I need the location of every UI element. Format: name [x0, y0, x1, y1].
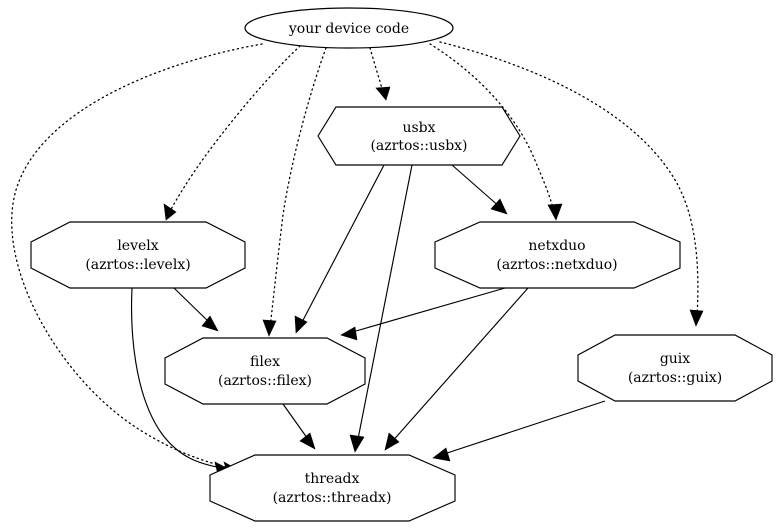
edge-usbx-to-netxduo — [451, 164, 508, 215]
edge-usbx-to-threadx — [349, 164, 413, 453]
node-guix-shape — [577, 334, 773, 402]
edge-device-to-usbx — [369, 47, 391, 101]
node-levelx[interactable]: levelx (azrtos::levelx) — [30, 221, 246, 289]
node-netxduo-label-line2: (azrtos::netxduo) — [496, 257, 617, 273]
node-device[interactable]: your device code — [244, 7, 454, 49]
edge-netxduo-to-filex — [340, 287, 506, 341]
node-layer: your device code usbx (azrtos::usbx) lev… — [30, 7, 773, 522]
node-device-shape — [244, 7, 454, 49]
node-netxduo-shape — [434, 221, 681, 289]
node-filex[interactable]: filex (azrtos::filex) — [164, 337, 366, 405]
node-device-label-line1: your device code — [288, 21, 409, 37]
node-usbx[interactable]: usbx (azrtos::usbx) — [317, 106, 521, 166]
node-levelx-label-line2: (azrtos::levelx) — [85, 257, 190, 273]
edge-netxduo-to-threadx — [384, 287, 529, 451]
node-threadx[interactable]: threadx (azrtos::threadx) — [209, 454, 456, 522]
edge-device-to-netxduo — [429, 43, 563, 221]
node-netxduo-label-line1: netxduo — [528, 238, 585, 254]
node-usbx-shape — [317, 106, 521, 166]
edge-layer — [11, 41, 704, 476]
node-netxduo[interactable]: netxduo (azrtos::netxduo) — [434, 221, 681, 289]
edge-levelx-to-filex — [173, 287, 219, 332]
node-filex-shape — [164, 337, 366, 405]
node-guix-label-line2: (azrtos::guix) — [628, 370, 722, 386]
node-usbx-label-line1: usbx — [402, 120, 435, 136]
edge-device-to-filex — [262, 47, 327, 337]
node-levelx-shape — [30, 221, 246, 289]
edge-filex-to-threadx — [282, 403, 316, 450]
edge-device-to-levelx — [163, 45, 301, 221]
node-filex-label-line2: (azrtos::filex) — [218, 373, 312, 389]
node-threadx-label-line1: threadx — [305, 471, 360, 487]
node-threadx-label-line2: (azrtos::threadx) — [273, 490, 392, 506]
node-usbx-label-line2: (azrtos::usbx) — [370, 138, 467, 154]
node-guix-label-line1: guix — [660, 351, 690, 367]
edge-device-to-guix — [439, 41, 704, 327]
node-filex-label-line1: filex — [250, 354, 280, 370]
edge-usbx-to-filex — [294, 164, 385, 334]
node-threadx-shape — [209, 454, 456, 522]
node-guix[interactable]: guix (azrtos::guix) — [577, 334, 773, 402]
edge-guix-to-threadx — [432, 400, 606, 462]
node-levelx-label-line1: levelx — [117, 238, 158, 254]
